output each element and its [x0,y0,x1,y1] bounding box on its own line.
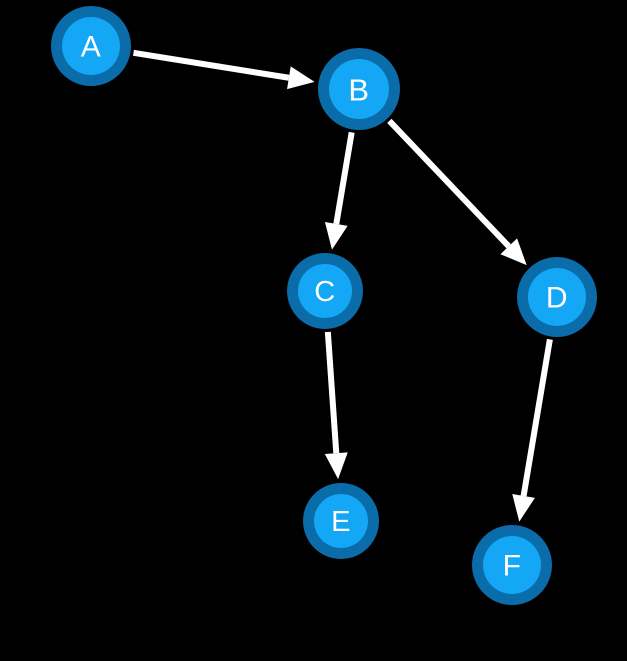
graph-node-c[interactable]: C [287,253,363,329]
edge-layer [132,49,553,522]
edge-line-b-c [333,131,355,225]
graph-node-b[interactable]: B [318,48,400,130]
edge-line-b-d [387,118,511,249]
graph-node-f[interactable]: F [472,525,552,605]
edge-line-a-b [132,49,290,81]
edge-arrowhead-a-b [287,66,315,90]
graph-node-d[interactable]: D [517,257,597,337]
node-core-e [314,494,368,548]
node-core-f [483,536,541,594]
edge-arrowhead-d-f [512,494,535,522]
node-core-d [528,268,586,326]
node-core-c [298,264,352,318]
edge-arrowhead-b-d [500,238,527,266]
node-core-b [329,59,389,119]
graph-node-a[interactable]: A [51,6,131,86]
edge-line-c-e [324,331,340,454]
graph-node-e[interactable]: E [303,483,379,559]
edge-arrowhead-c-e [324,452,348,480]
edge-arrowhead-b-c [324,222,348,250]
node-layer: A B C D E F [51,6,597,605]
edge-line-d-f [520,338,553,497]
node-core-a [62,17,120,75]
